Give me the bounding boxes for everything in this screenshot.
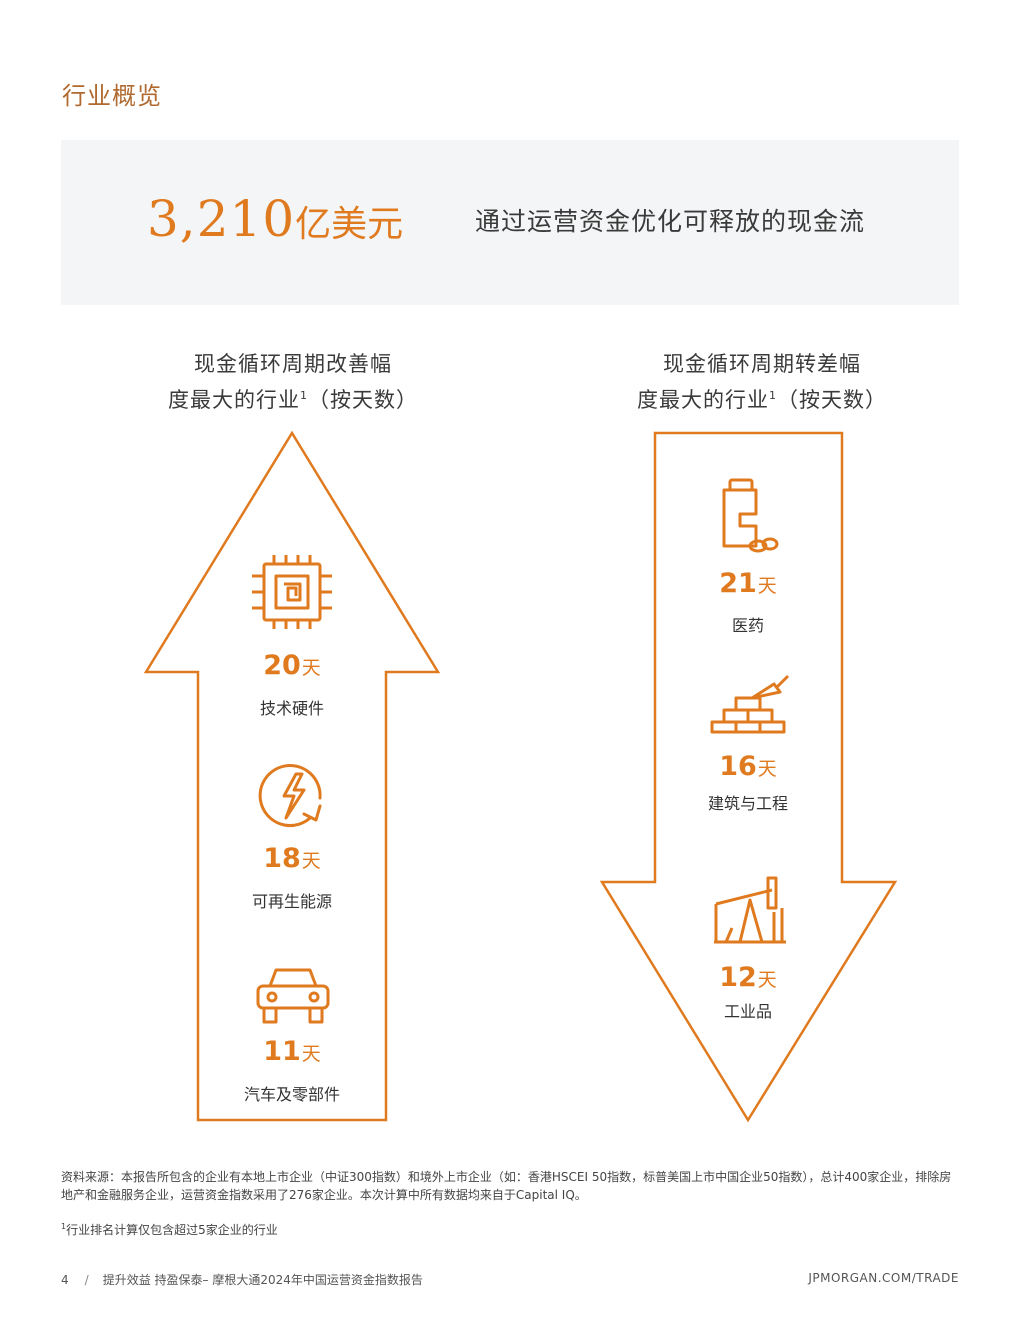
tech-hardware-label: 技术硬件 [259, 699, 324, 718]
footer-left: 4 / 提升效益 持盈保泰– 摩根大通2024年中国运营资金指数报告 [61, 1271, 423, 1288]
auto-parts-days: 11天 [263, 1036, 321, 1067]
banner-description: 通过运营资金优化可释放的现金流 [475, 207, 866, 236]
car-icon [256, 968, 330, 1024]
pharma-label: 医药 [731, 616, 764, 635]
page-number: 4 [61, 1273, 69, 1287]
construction-label: 建筑与工程 [707, 794, 788, 813]
industrial-goods-label: 工业品 [723, 1002, 772, 1021]
oil-pump-icon [714, 876, 786, 944]
industrial-goods-days: 12天 [719, 962, 777, 993]
footnotes: 资料来源：本报告所包含的企业有本地上市企业（中证300指数）和境外上市企业（如：… [61, 1168, 961, 1239]
improved-heading-line2: 度最大的行业 [168, 388, 300, 412]
worsened-heading: 现金循环周期转差幅 度最大的行业1（按天数） [612, 348, 912, 416]
worsened-heading-line2: 度最大的行业 [637, 388, 769, 412]
summary-banner: 3,210亿美元 通过运营资金优化可释放的现金流 [61, 140, 959, 305]
ranking-note-mark: 1 [61, 1222, 67, 1231]
construction-days: 16天 [719, 751, 777, 782]
auto-parts-label: 汽车及零部件 [243, 1085, 340, 1104]
footer-separator: / [84, 1273, 89, 1287]
improved-heading-footnote-mark: 1 [300, 389, 308, 402]
improved-heading: 现金循环周期改善幅 度最大的行业1（按天数） [143, 348, 443, 416]
ranking-note: 1行业排名计算仅包含超过5家企业的行业 [61, 1218, 961, 1239]
worsened-heading-footnote-mark: 1 [769, 389, 777, 402]
renewable-energy-label: 可再生能源 [251, 892, 332, 911]
worsened-heading-line1: 现金循环周期转差幅 [663, 352, 861, 376]
medicine-icon [722, 478, 779, 553]
report-title: 提升效益 持盈保泰– 摩根大通2024年中国运营资金指数报告 [102, 1273, 423, 1287]
footer-url-link[interactable]: JPMORGAN.COM/TRADE [808, 1271, 959, 1285]
up-arrow-outline [143, 430, 441, 1122]
construction-icon [710, 674, 790, 734]
chip-icon [252, 555, 332, 629]
source-note: 资料来源：本报告所包含的企业有本地上市企业（中证300指数）和境外上市企业（如：… [61, 1170, 952, 1202]
improved-heading-line1: 现金循环周期改善幅 [194, 352, 392, 376]
amount-unit: 亿美元 [295, 204, 404, 245]
pharma-days: 21天 [719, 568, 777, 599]
renewable-energy-icon [258, 764, 322, 828]
section-title: 行业概览 [62, 82, 162, 110]
tech-hardware-days: 20天 [263, 650, 321, 681]
renewable-energy-days: 18天 [263, 843, 321, 874]
amount-value: 3,210 [147, 190, 296, 248]
down-arrow-outline [599, 431, 898, 1123]
improved-heading-suffix: （按天数） [308, 388, 418, 412]
worsened-heading-suffix: （按天数） [777, 388, 887, 412]
cash-release-amount: 3,210亿美元 [147, 190, 403, 248]
ranking-note-text: 行业排名计算仅包含超过5家企业的行业 [66, 1223, 278, 1237]
